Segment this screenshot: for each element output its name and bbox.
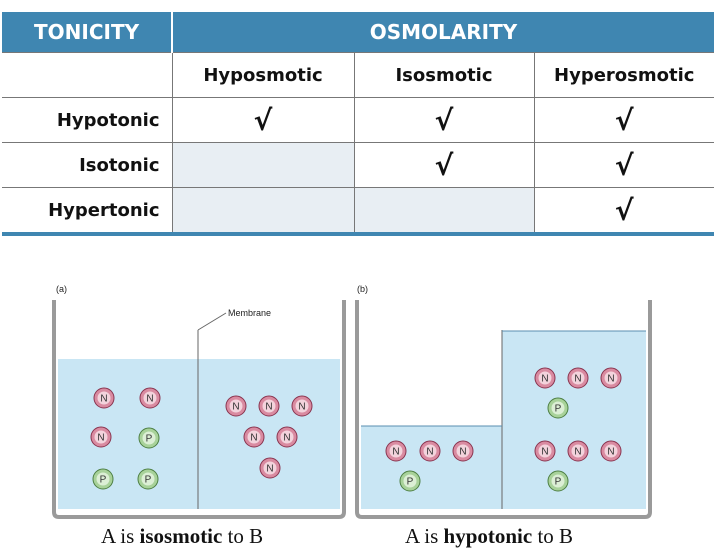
check-mark: √: [353, 142, 535, 188]
n-particle: N: [225, 395, 247, 417]
svg-text:N: N: [541, 447, 548, 458]
beakers-svg: Membrane N N N P P P N N N N N N N N N P N N N P N N N P: [52, 300, 652, 519]
corner-cell: [2, 52, 173, 98]
svg-text:P: P: [100, 475, 107, 486]
n-particle: N: [90, 426, 112, 448]
svg-text:N: N: [266, 464, 273, 475]
check-mark: √: [171, 97, 355, 143]
svg-text:N: N: [298, 402, 305, 413]
n-particle: N: [452, 440, 474, 462]
svg-text:P: P: [146, 434, 153, 445]
caption-panel-a: A is isosmotic to B: [101, 524, 263, 549]
n-particle: N: [567, 367, 589, 389]
svg-text:P: P: [555, 404, 562, 415]
p-particle: P: [547, 470, 569, 492]
n-particle: N: [258, 395, 280, 417]
row-label-isotonic: Isotonic: [2, 142, 173, 188]
svg-text:N: N: [426, 447, 433, 458]
check-mark: √: [533, 187, 714, 236]
n-particle: N: [600, 367, 622, 389]
n-particle: N: [534, 440, 556, 462]
n-particle: N: [385, 440, 407, 462]
caption-a-term: isosmotic: [139, 524, 223, 548]
n-particle: N: [419, 440, 441, 462]
row-label-hypotonic: Hypotonic: [2, 97, 173, 143]
beaker-b-water-left: [361, 426, 502, 509]
column-hyposmotic: Hyposmotic: [171, 52, 355, 98]
n-particle: N: [567, 440, 589, 462]
membrane-pointer: [197, 312, 227, 331]
table-row: Hypertonic √: [2, 187, 714, 236]
caption-panel-b: A is hypotonic to B: [405, 524, 573, 549]
p-particle: P: [92, 468, 114, 490]
n-particle: N: [259, 457, 281, 479]
empty-cell: [353, 187, 535, 236]
svg-text:N: N: [232, 402, 239, 413]
svg-text:N: N: [574, 447, 581, 458]
check-mark: √: [533, 142, 714, 188]
svg-text:N: N: [100, 394, 107, 405]
column-hyperosmotic: Hyperosmotic: [533, 52, 714, 98]
n-particle: N: [276, 426, 298, 448]
svg-text:N: N: [541, 374, 548, 385]
membrane-label: Membrane: [228, 308, 271, 318]
svg-text:N: N: [97, 433, 104, 444]
svg-text:P: P: [555, 477, 562, 488]
osmolarity-header: OSMOLARITY: [172, 12, 714, 53]
beaker-b-water-right: [502, 331, 646, 509]
svg-text:N: N: [459, 447, 466, 458]
check-mark: √: [533, 97, 714, 143]
column-isosmotic: Isosmotic: [353, 52, 535, 98]
tonicity-osmolarity-table: TONICITY OSMOLARITY Hyposmotic Isosmotic…: [2, 12, 714, 236]
n-particle: N: [139, 387, 161, 409]
table-row: Hypotonic √ √ √: [2, 97, 714, 143]
caption-b-term: hypotonic: [443, 524, 533, 548]
n-particle: N: [93, 387, 115, 409]
beaker-a: [52, 300, 346, 519]
n-particle: N: [291, 395, 313, 417]
p-particle: P: [399, 470, 421, 492]
svg-text:N: N: [574, 374, 581, 385]
panel-b-letter: (b): [357, 284, 368, 294]
svg-text:N: N: [283, 433, 290, 444]
p-particle: P: [137, 468, 159, 490]
column-header-row: Hyposmotic Isosmotic Hyperosmotic: [2, 52, 714, 98]
svg-text:N: N: [265, 402, 272, 413]
table-row: Isotonic √ √: [2, 142, 714, 188]
check-mark: √: [353, 97, 535, 143]
svg-text:N: N: [250, 433, 257, 444]
beaker-b: [355, 300, 652, 519]
caption-b-prefix: A is: [405, 524, 444, 548]
svg-text:N: N: [392, 447, 399, 458]
p-particle: P: [547, 397, 569, 419]
panel-a-letter: (a): [56, 284, 67, 294]
svg-text:N: N: [607, 447, 614, 458]
empty-cell: [171, 142, 355, 188]
p-particle: P: [138, 427, 160, 449]
n-particle: N: [243, 426, 265, 448]
caption-b-suffix: to B: [532, 524, 574, 548]
caption-a-prefix: A is: [101, 524, 140, 548]
svg-text:N: N: [607, 374, 614, 385]
n-particle: N: [600, 440, 622, 462]
svg-text:P: P: [407, 477, 414, 488]
empty-cell: [171, 187, 355, 236]
particles: N N N P P P N N N N N N N N N P N N N P N N N P: [90, 367, 622, 492]
tonicity-header: TONICITY: [2, 12, 173, 53]
caption-a-suffix: to B: [222, 524, 264, 548]
svg-text:P: P: [145, 475, 152, 486]
row-label-hypertonic: Hypertonic: [2, 187, 173, 236]
n-particle: N: [534, 367, 556, 389]
table-header-row: TONICITY OSMOLARITY: [2, 12, 714, 53]
svg-text:N: N: [146, 394, 153, 405]
